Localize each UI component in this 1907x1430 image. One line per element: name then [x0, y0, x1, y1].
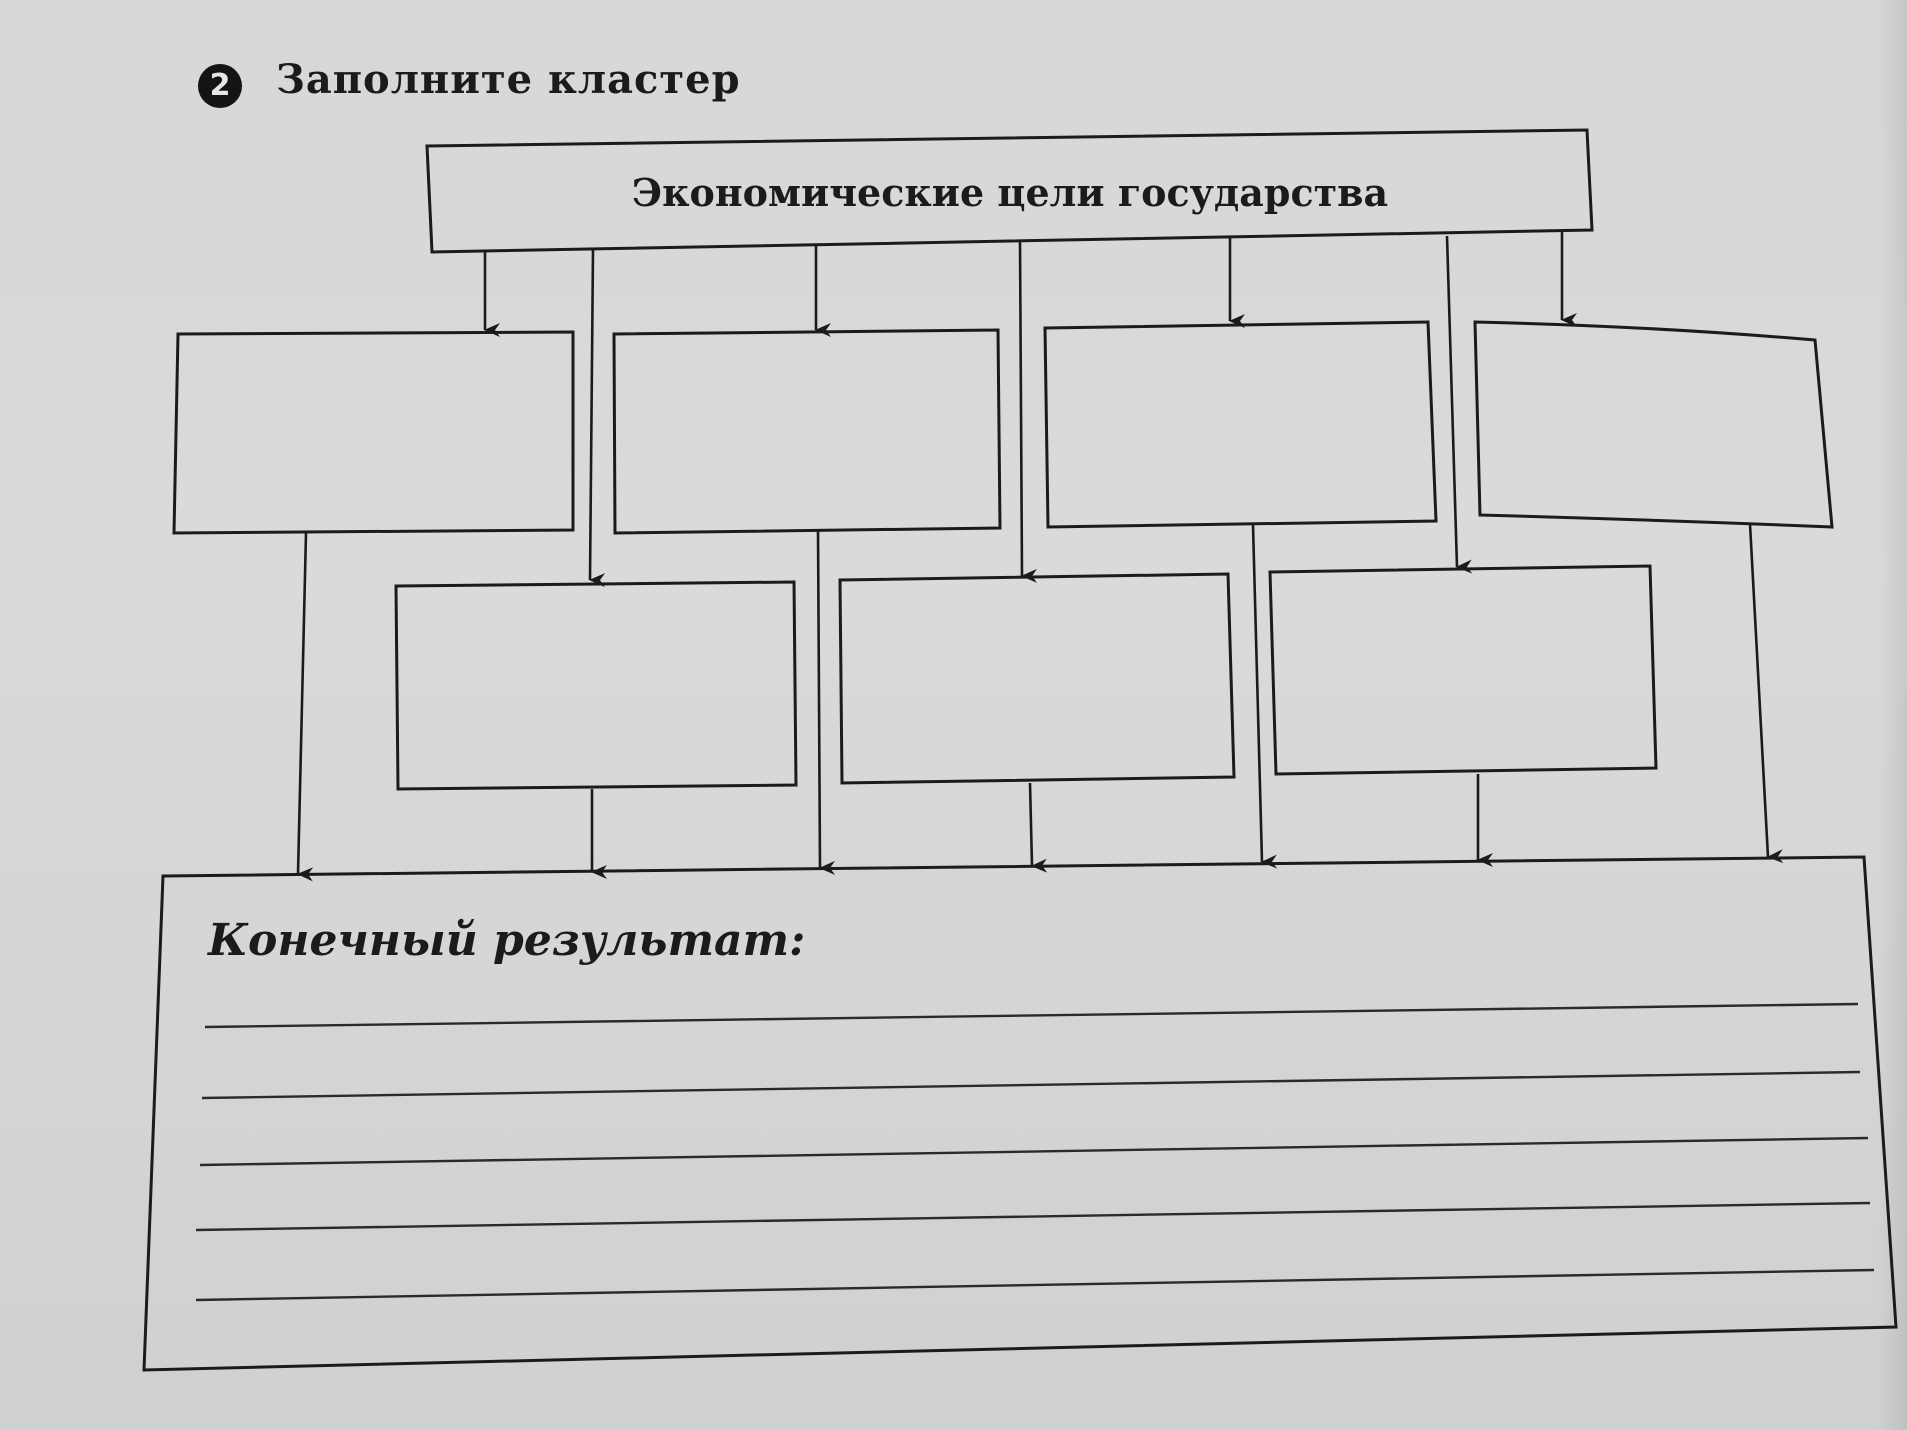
goal-box-7: [1268, 564, 1658, 776]
goal-input-3[interactable]: [1050, 330, 1430, 520]
final-result-label: Конечный результат:: [208, 915, 806, 966]
cluster-main-title: Экономические цели государства: [631, 170, 1389, 215]
goal-input-4[interactable]: [1482, 330, 1822, 515]
task-number-badge: 2: [198, 64, 242, 108]
arrows-to-result: [296, 523, 1784, 882]
page-edge-shadow: [1877, 0, 1907, 1430]
arrows-to-top-row: [483, 232, 1577, 337]
goal-input-2[interactable]: [618, 336, 996, 526]
goal-box-1: [172, 330, 575, 535]
result-line-1[interactable]: [205, 990, 1855, 1020]
goal-input-1[interactable]: [180, 338, 570, 528]
result-line-2[interactable]: [202, 1058, 1857, 1088]
arrows-to-middle-row: [588, 235, 1473, 588]
result-line-3[interactable]: [200, 1124, 1865, 1154]
result-box: [142, 855, 1898, 1372]
result-writing-lines: [195, 1002, 1875, 1302]
goal-box-4: [1473, 320, 1834, 529]
goal-box-5: [394, 580, 798, 791]
goal-box-6: [838, 572, 1236, 785]
goal-input-6[interactable]: [846, 582, 1230, 777]
result-line-4[interactable]: [196, 1189, 1866, 1219]
task-title: Заполните кластер: [276, 56, 741, 103]
main-title-box: [425, 128, 1594, 254]
goal-input-7[interactable]: [1280, 574, 1652, 769]
result-line-5[interactable]: [196, 1257, 1871, 1287]
goal-input-5[interactable]: [400, 590, 792, 785]
goal-box-3: [1043, 320, 1438, 529]
goal-box-2: [612, 328, 1002, 535]
